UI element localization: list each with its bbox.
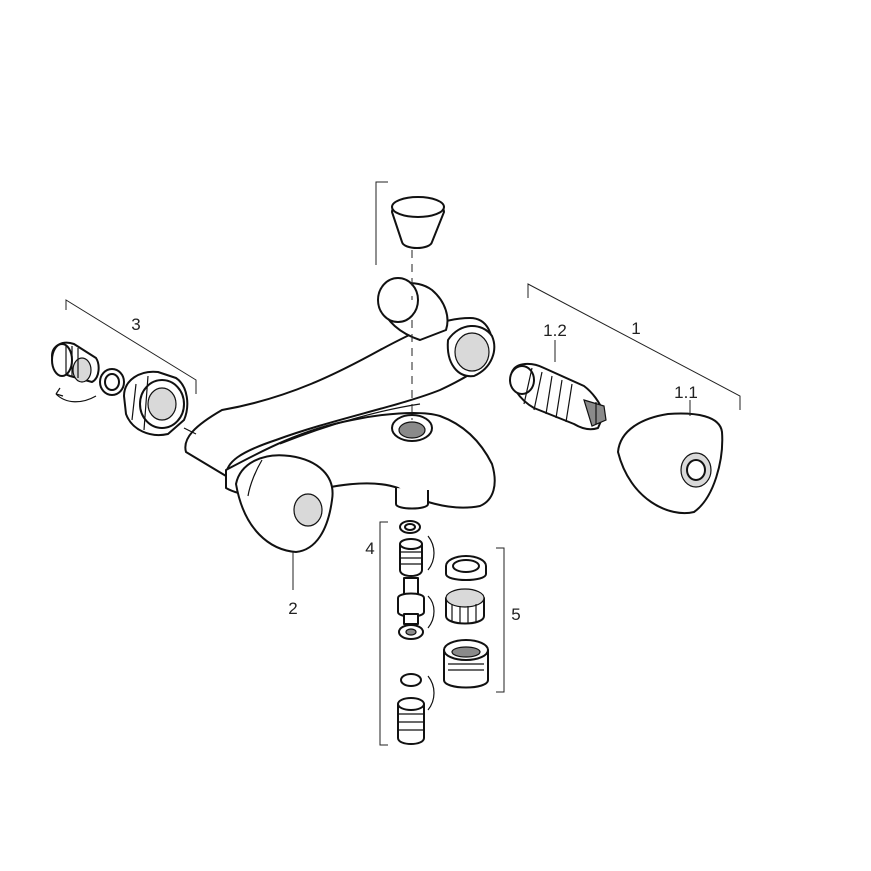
- cartridge: [509, 362, 607, 431]
- label-2: 2: [288, 599, 297, 618]
- mixer-body: [184, 277, 496, 510]
- label-1-1: 1.1: [674, 383, 698, 402]
- label-4: 4: [365, 539, 374, 558]
- aerator-parts: [443, 555, 489, 689]
- diverter-knob: [391, 196, 445, 249]
- bracket-4: [379, 521, 388, 746]
- bracket-1: [527, 283, 741, 410]
- left-handle: [235, 454, 334, 553]
- label-5: 5: [511, 605, 520, 624]
- label-3: 3: [131, 315, 140, 334]
- knob-bracket: [375, 181, 388, 265]
- connector-set: [51, 341, 197, 436]
- label-1-2: 1.2: [543, 321, 567, 340]
- bracket-5: [496, 547, 505, 693]
- label-1: 1: [631, 319, 640, 338]
- bracket-3: [65, 299, 197, 394]
- diverter-parts: [397, 520, 435, 745]
- right-handle: [617, 412, 724, 515]
